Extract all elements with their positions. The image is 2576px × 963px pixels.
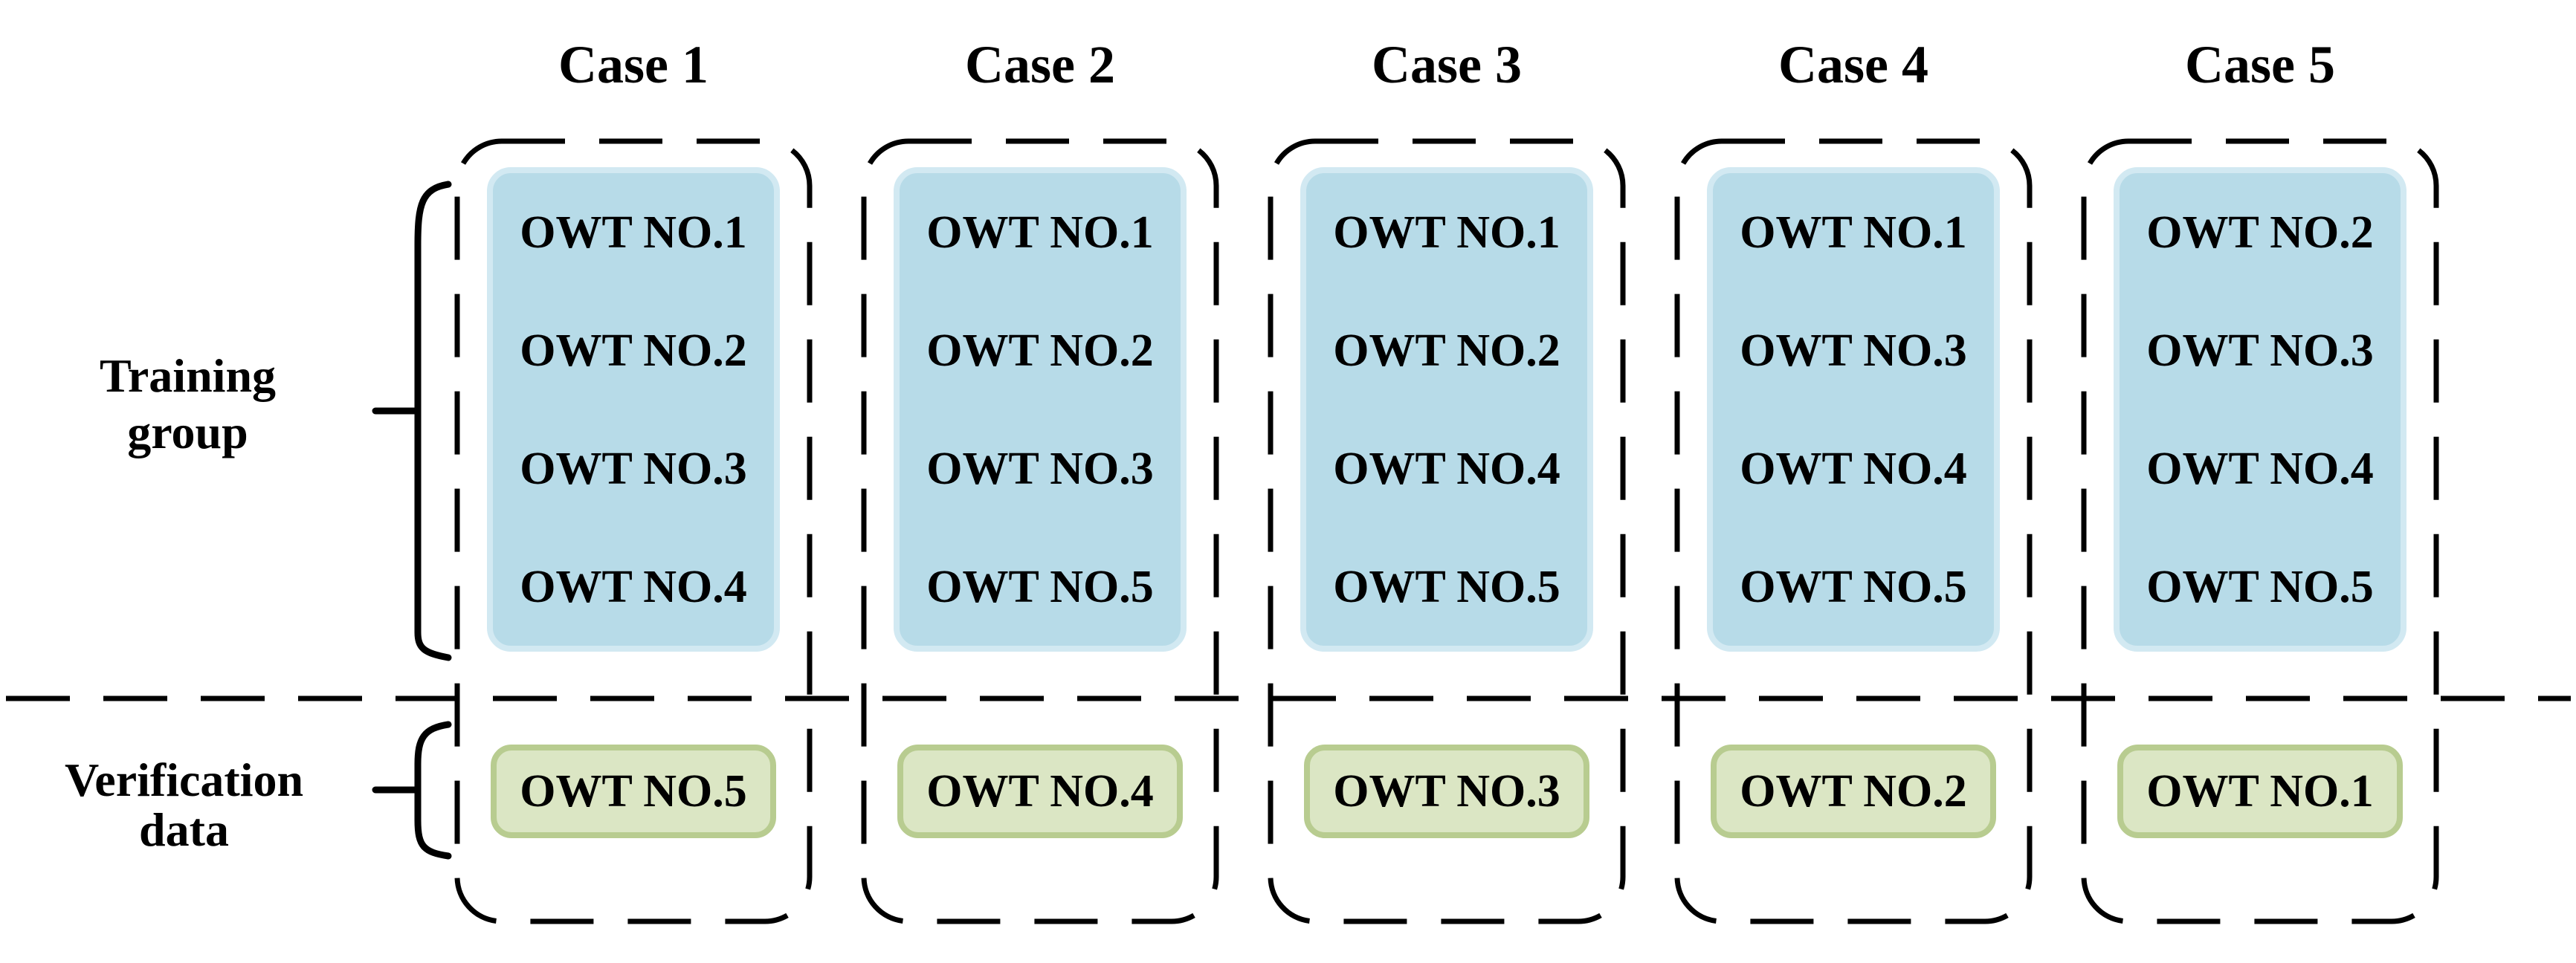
case-3-training-item: OWT NO.2 xyxy=(1333,325,1560,376)
case-5-title: Case 5 xyxy=(2185,35,2335,94)
case-5-training-box: OWT NO.2 OWT NO.3 OWT NO.4 OWT NO.5 xyxy=(2114,167,2406,652)
case-1-dashed-frame xyxy=(454,138,813,924)
case-2-training-item: OWT NO.5 xyxy=(926,561,1154,612)
case-1-training-item: OWT NO.2 xyxy=(520,325,747,376)
case-2-training-item: OWT NO.3 xyxy=(926,443,1154,494)
verification-data-label-line2: data xyxy=(139,803,229,856)
case-5-column: Case 5 OWT NO.2 OWT NO.3 OWT NO.4 OWT NO… xyxy=(2084,0,2436,963)
case-5-training-item: OWT NO.5 xyxy=(2146,561,2374,612)
case-2-training-item: OWT NO.2 xyxy=(926,325,1154,376)
case-4-training-box: OWT NO.1 OWT NO.3 OWT NO.4 OWT NO.5 xyxy=(1707,167,2000,652)
case-1-verification-box: OWT NO.5 xyxy=(491,745,776,838)
case-4-dashed-frame xyxy=(1674,138,2033,924)
case-3-verification-box: OWT NO.3 xyxy=(1304,745,1589,838)
case-4-training-item: OWT NO.4 xyxy=(1740,443,1967,494)
case-4-verification-box: OWT NO.2 xyxy=(1711,745,1996,838)
case-1-training-item: OWT NO.1 xyxy=(520,207,747,258)
training-group-label: Training group xyxy=(30,348,346,461)
verification-data-label-line1: Verification xyxy=(64,753,304,806)
case-3-training-item: OWT NO.1 xyxy=(1333,207,1560,258)
case-4-training-item: OWT NO.1 xyxy=(1740,207,1967,258)
case-1-training-item: OWT NO.4 xyxy=(520,561,747,612)
verification-data-brace xyxy=(372,721,452,860)
training-group-brace xyxy=(372,181,452,661)
case-3-dashed-frame xyxy=(1268,138,1626,924)
case-2-training-item: OWT NO.1 xyxy=(926,207,1154,258)
case-3-training-box: OWT NO.1 OWT NO.2 OWT NO.4 OWT NO.5 xyxy=(1300,167,1593,652)
case-2-column: Case 2 OWT NO.1 OWT NO.2 OWT NO.3 OWT NO… xyxy=(864,0,1216,963)
case-4-training-item: OWT NO.5 xyxy=(1740,561,1967,612)
case-2-training-box: OWT NO.1 OWT NO.2 OWT NO.3 OWT NO.5 xyxy=(894,167,1187,652)
case-5-dashed-frame xyxy=(2081,138,2439,924)
case-5-training-item: OWT NO.3 xyxy=(2146,325,2374,376)
case-3-training-item: OWT NO.4 xyxy=(1333,443,1560,494)
case-4-training-item: OWT NO.3 xyxy=(1740,325,1967,376)
verification-data-label: Verification data xyxy=(19,755,349,855)
case-3-column: Case 3 OWT NO.1 OWT NO.2 OWT NO.4 OWT NO… xyxy=(1271,0,1623,963)
case-2-title: Case 2 xyxy=(965,35,1115,94)
case-5-training-item: OWT NO.4 xyxy=(2146,443,2374,494)
case-5-verification-box: OWT NO.1 xyxy=(2117,745,2403,838)
case-4-column: Case 4 OWT NO.1 OWT NO.3 OWT NO.4 OWT NO… xyxy=(1677,0,2030,963)
training-group-label-line1: Training xyxy=(99,349,277,402)
case-1-title: Case 1 xyxy=(558,35,708,94)
case-2-verification-box: OWT NO.4 xyxy=(897,745,1183,838)
case-2-dashed-frame xyxy=(861,138,1219,924)
case-5-training-item: OWT NO.2 xyxy=(2146,207,2374,258)
case-3-training-item: OWT NO.5 xyxy=(1333,561,1560,612)
case-3-title: Case 3 xyxy=(1372,35,1522,94)
case-4-title: Case 4 xyxy=(1778,35,1928,94)
case-1-column: Case 1 OWT NO.1 OWT NO.2 OWT NO.3 OWT NO… xyxy=(457,0,810,963)
case-1-training-item: OWT NO.3 xyxy=(520,443,747,494)
case-1-training-box: OWT NO.1 OWT NO.2 OWT NO.3 OWT NO.4 xyxy=(487,167,780,652)
training-group-label-line2: group xyxy=(127,406,248,458)
